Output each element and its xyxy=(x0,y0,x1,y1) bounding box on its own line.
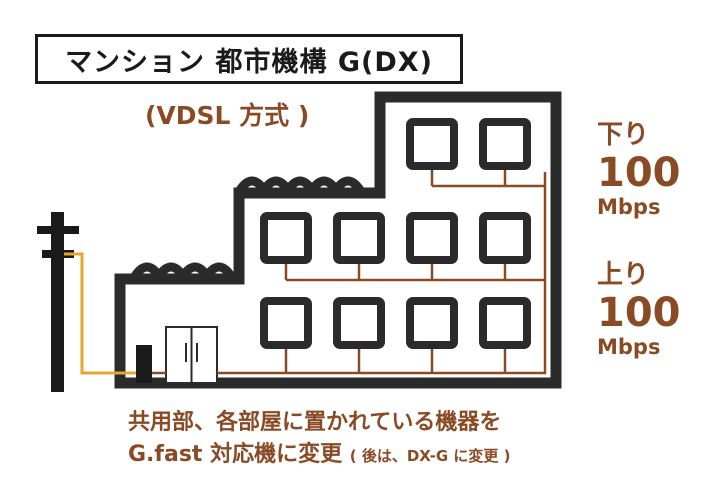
utility-pole xyxy=(37,212,79,392)
building-outline xyxy=(114,91,562,389)
upload-speed: 上り 100 Mbps xyxy=(597,254,681,359)
caption-line2: G.fast 対応機に変更 ( 後は、DX-G に変更 ) xyxy=(128,436,511,468)
unit-row1-2 xyxy=(479,118,531,170)
download-unit: Mbps xyxy=(597,195,661,219)
unit-row2-1 xyxy=(260,212,312,264)
unit-row1-1 xyxy=(406,118,458,170)
diagram-title: マンション 都市機構 G(DX) xyxy=(65,46,433,78)
unit-row2-3 xyxy=(406,212,458,264)
unit-row3-4 xyxy=(479,297,531,349)
download-value: 100 xyxy=(597,150,681,196)
unit-row3-1 xyxy=(260,297,312,349)
line-device xyxy=(136,345,152,383)
unit-row3-3 xyxy=(406,297,458,349)
upload-unit: Mbps xyxy=(597,335,661,359)
in-building-wiring xyxy=(152,168,547,375)
caption-line2-main: G.fast 対応機に変更 xyxy=(128,442,343,467)
incoming-line xyxy=(64,252,136,375)
method-label: (VDSL 方式 ) xyxy=(145,101,310,130)
title-box: マンション 都市機構 G(DX) xyxy=(35,34,463,84)
caption-line2-note: ( 後は、DX-G に変更 ) xyxy=(349,447,511,465)
download-speed: 下り 100 Mbps xyxy=(597,114,681,219)
apartment-units xyxy=(260,118,531,349)
upload-value: 100 xyxy=(597,290,681,336)
unit-row3-2 xyxy=(333,297,385,349)
shared-cabinet xyxy=(165,326,218,384)
upload-label: 上り xyxy=(597,260,650,290)
download-label: 下り xyxy=(597,120,650,150)
unit-row2-4 xyxy=(479,212,531,264)
unit-row2-2 xyxy=(333,212,385,264)
caption-line1: 共用部、各部屋に置かれている機器を xyxy=(128,410,502,435)
